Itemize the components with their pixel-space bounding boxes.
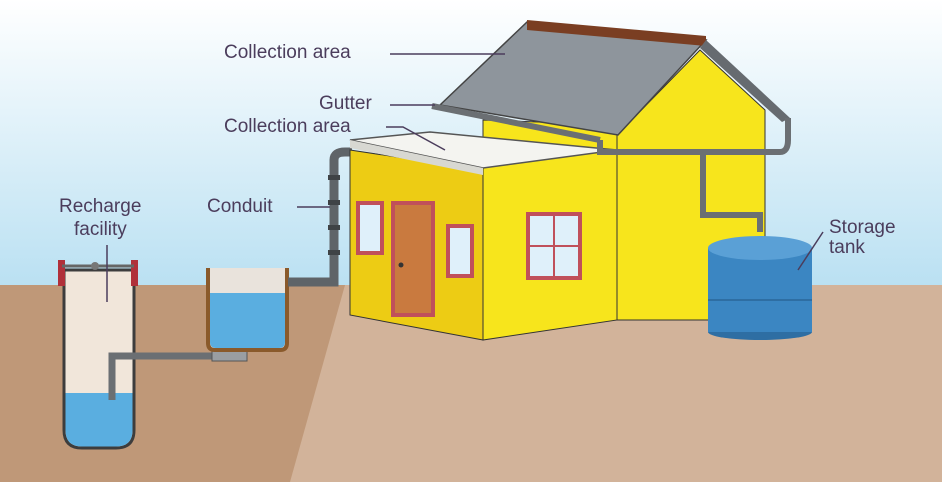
pipe-clamps [328, 175, 340, 255]
downspout [597, 118, 791, 232]
label-facility: facility [74, 219, 127, 240]
ground-left-shade [0, 285, 345, 482]
label-gutter: Gutter [319, 93, 372, 114]
label-recharge: Recharge [59, 196, 142, 217]
label-roof-collection-area: Collection area [224, 42, 351, 63]
conduit-pipe [288, 147, 352, 287]
label-storage: Storage [829, 217, 896, 238]
gutter [431, 103, 601, 143]
label-tank: tank [829, 237, 865, 258]
storage-tank [708, 236, 812, 340]
label-conduit: Conduit [207, 196, 273, 217]
leader-lines [106, 53, 824, 302]
label-flat-collection-area: Collection area [224, 116, 351, 137]
recharge-pipe [108, 352, 215, 400]
recharge-facility [58, 260, 138, 450]
sediment-pit [206, 268, 289, 352]
